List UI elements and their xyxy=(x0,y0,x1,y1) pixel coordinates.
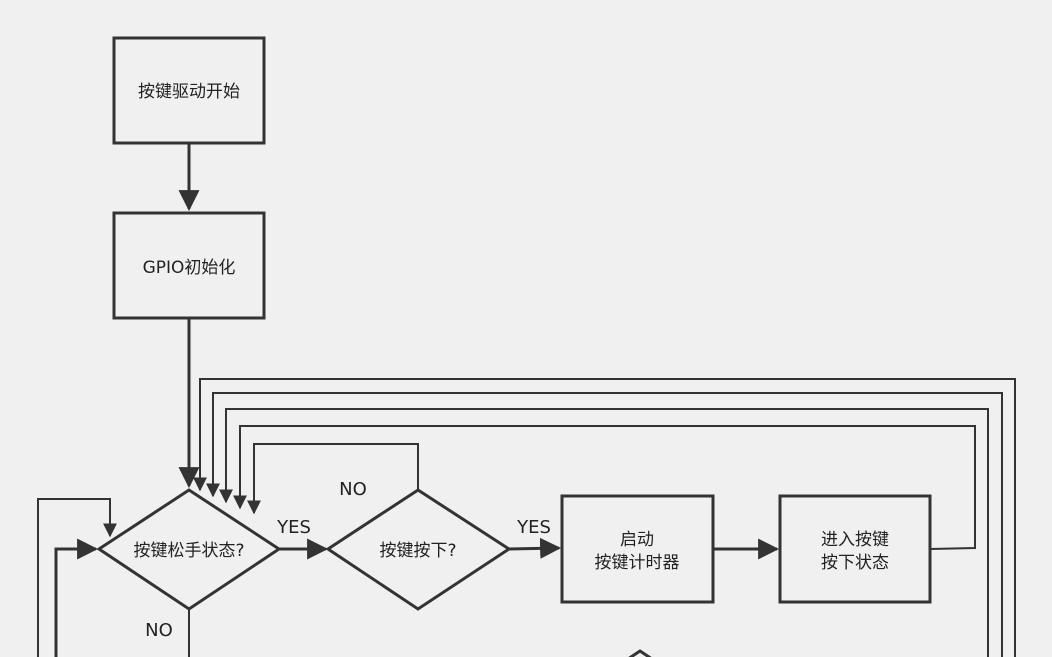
node-press-check-label: 按键按下? xyxy=(379,541,456,561)
node-start-timer: 启动 按键计时器 xyxy=(560,494,715,604)
decision-diamond xyxy=(96,488,282,611)
node-release-check: 按键松手状态? xyxy=(96,488,282,611)
process-box xyxy=(560,494,715,604)
edge-press-no-loop xyxy=(247,443,419,515)
edge-feedback-loop-1 xyxy=(219,408,989,657)
process-box xyxy=(112,36,266,145)
node-gpio-init: GPIO初始化 xyxy=(112,211,266,320)
process-box xyxy=(112,211,266,320)
edge-feedback-loop-3 xyxy=(193,378,1016,657)
partial-decision-diamond xyxy=(628,649,652,657)
process-box xyxy=(778,494,932,604)
node-press-check: 按键按下? xyxy=(325,488,512,611)
edge-press-yes xyxy=(508,537,562,559)
node-start-timer-line1: 启动 xyxy=(620,530,654,550)
node-enter-pressed-line1: 进入按键 xyxy=(821,530,889,550)
connectors xyxy=(37,143,1016,657)
node-start: 按键驱动开始 xyxy=(112,36,266,145)
node-enter-pressed-line2: 按下状态 xyxy=(821,553,889,573)
edge-pressed-loop xyxy=(233,425,976,550)
edge-left-loop-1 xyxy=(37,498,117,657)
edge-left-loop-2 xyxy=(54,538,99,657)
decision-diamond xyxy=(325,488,512,611)
label-press-no: NO xyxy=(339,479,367,500)
edge-feedback-loop-2 xyxy=(206,392,1003,657)
label-release-yes: YES xyxy=(276,517,311,538)
node-enter-pressed: 进入按键 按下状态 xyxy=(778,494,932,604)
node-start-timer-line2: 按键计时器 xyxy=(595,553,680,573)
node-start-label: 按键驱动开始 xyxy=(138,82,240,102)
node-release-check-label: 按键松手状态? xyxy=(133,541,244,561)
node-gpio-init-label: GPIO初始化 xyxy=(143,258,236,278)
label-release-no: NO xyxy=(145,620,173,641)
label-press-yes: YES xyxy=(516,517,551,538)
